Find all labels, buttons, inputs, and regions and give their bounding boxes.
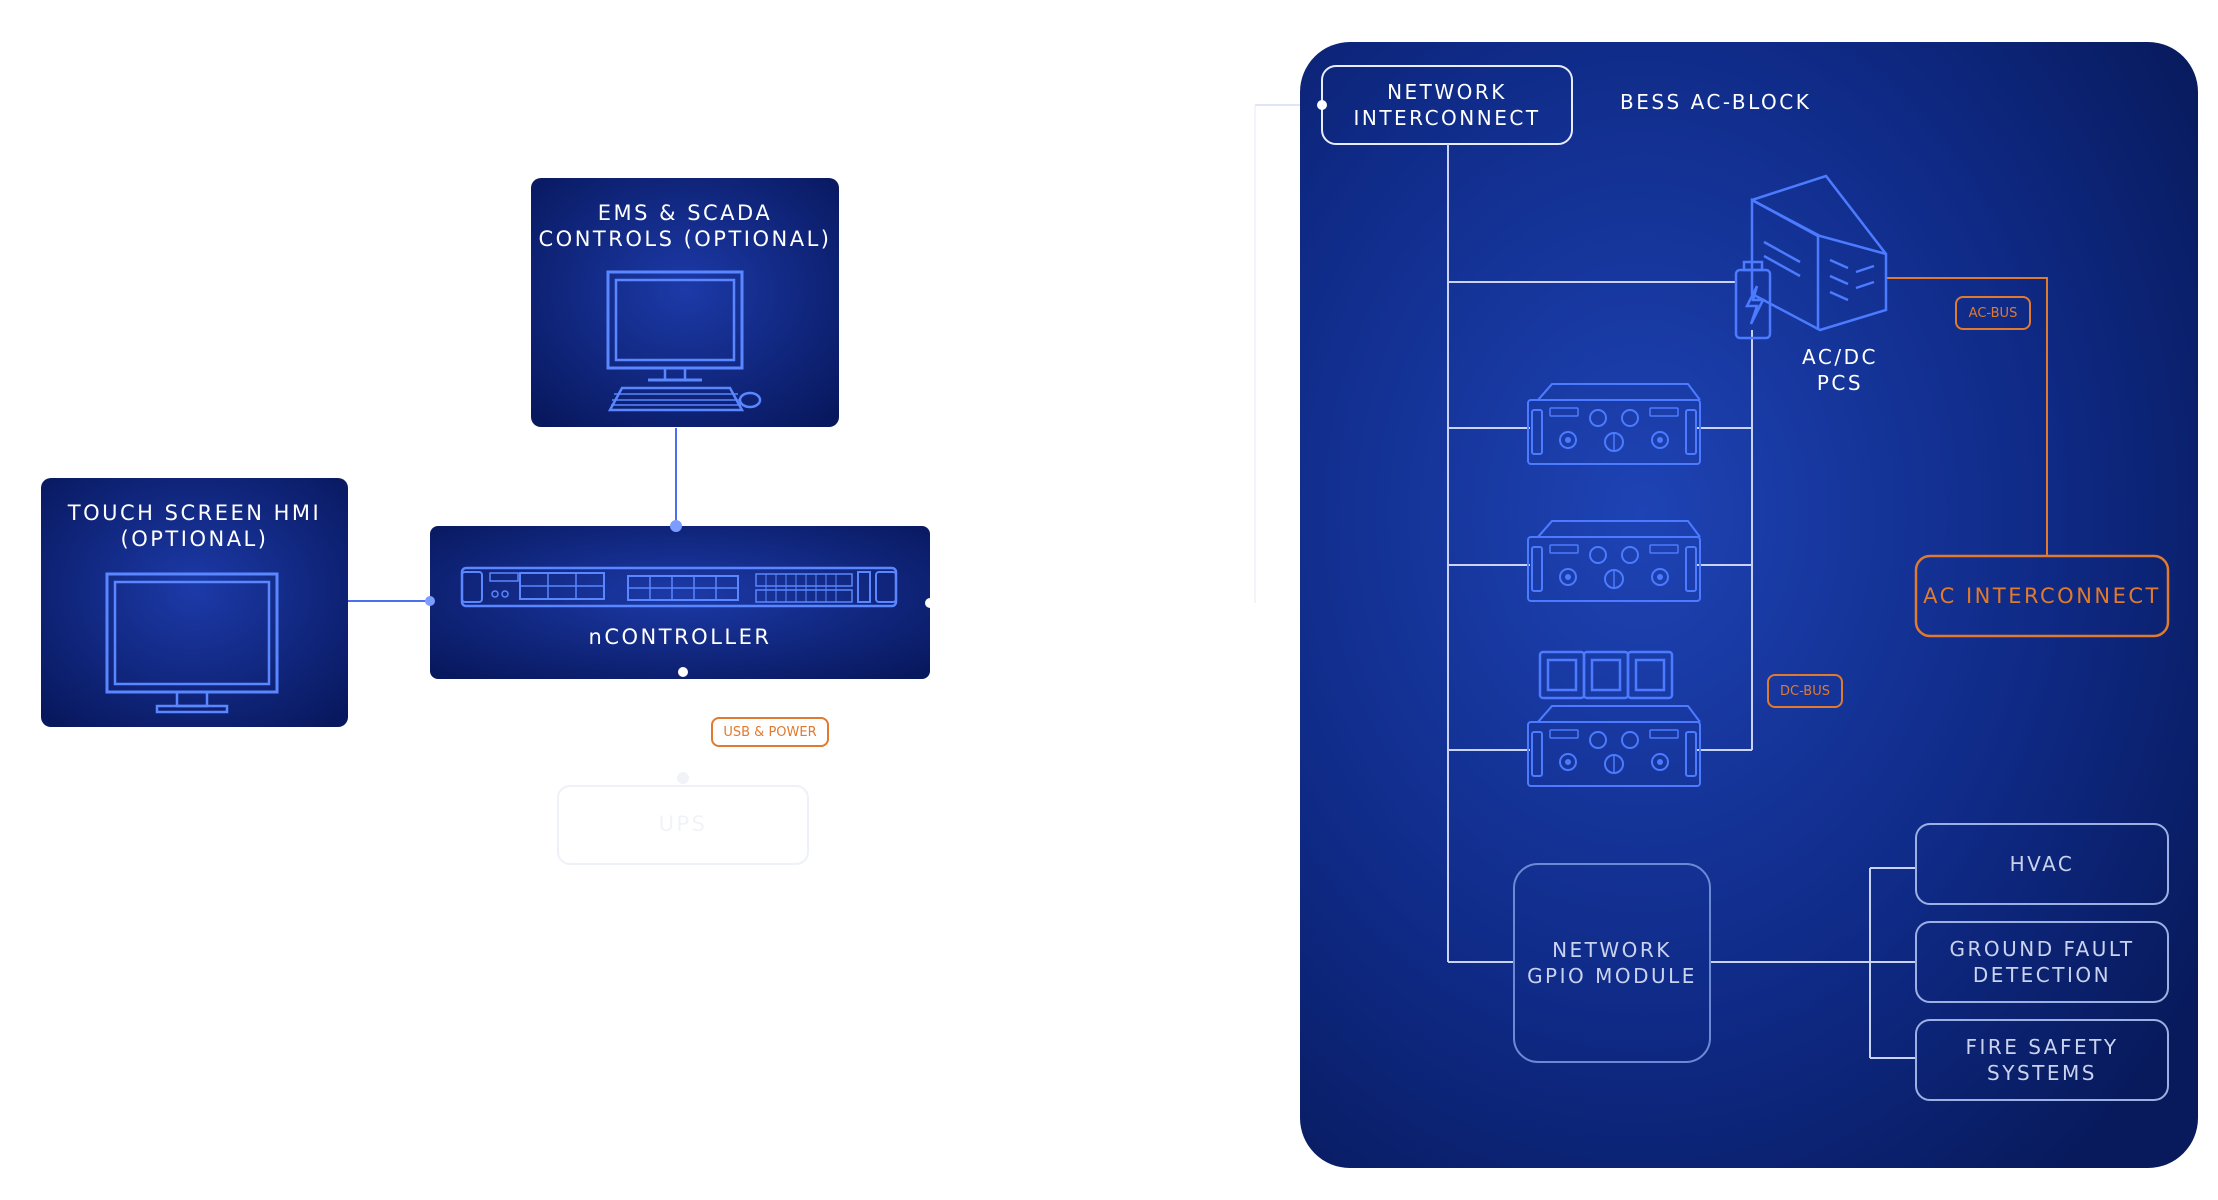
ems-port-dot [670,520,682,532]
pcs-inverter-icon [1734,174,1888,340]
ems-node-label: EMS & SCADA CONTROLS (OPTIONAL) [538,201,832,251]
ac-bus-line [1886,277,2048,556]
ground-fault-box [1915,921,2169,1003]
network-interconnect-dot [1317,100,1327,110]
ground-fault-label: GROUND FAULT DETECTION [1949,937,2135,987]
pcs-label: AC/DC PCS [1802,345,1878,395]
dc-bus-tag: DC-BUS [1767,674,1843,708]
network-port-dot [925,598,935,608]
gpio-module-box [1513,863,1711,1063]
ups-node [557,785,809,865]
battery-pack-icon [1538,650,1674,700]
ac-bus-tag: AC-BUS [1955,296,2031,330]
ncontroller-node [430,526,930,679]
ac-interconnect-label: AC INTERCONNECT [1923,584,2161,608]
hmi-node-label: TOUCH SCREEN HMI (OPTIONAL) [67,501,322,551]
bess-panel [1300,42,2198,1168]
controller-node-label: nCONTROLLER [588,625,772,649]
fire-safety-box [1915,1019,2169,1101]
desktop-computer-icon [606,270,762,412]
bess-network-lines [1447,144,1916,1059]
hmi-port-dot [425,596,435,606]
usb-power-tag: USB & POWER [711,717,829,747]
ac-interconnect-box [1914,554,2170,638]
usb-port-dot [678,667,688,677]
gpio-module-label: NETWORK GPIO MODULE [1527,938,1697,988]
hvac-box [1915,823,2169,905]
fire-safety-label: FIRE SAFETY SYSTEMS [1965,1035,2119,1085]
bess-title: BESS AC-BLOCK [1620,90,1812,114]
network-interconnect-label: NETWORK INTERCONNECT [1353,80,1541,130]
rack-server-icon [460,566,898,608]
ups-port-dot [677,772,689,784]
hvac-label: HVAC [2009,852,2075,876]
touch-screen-hmi-node [41,478,348,727]
ups-node-label: UPS [658,812,708,836]
